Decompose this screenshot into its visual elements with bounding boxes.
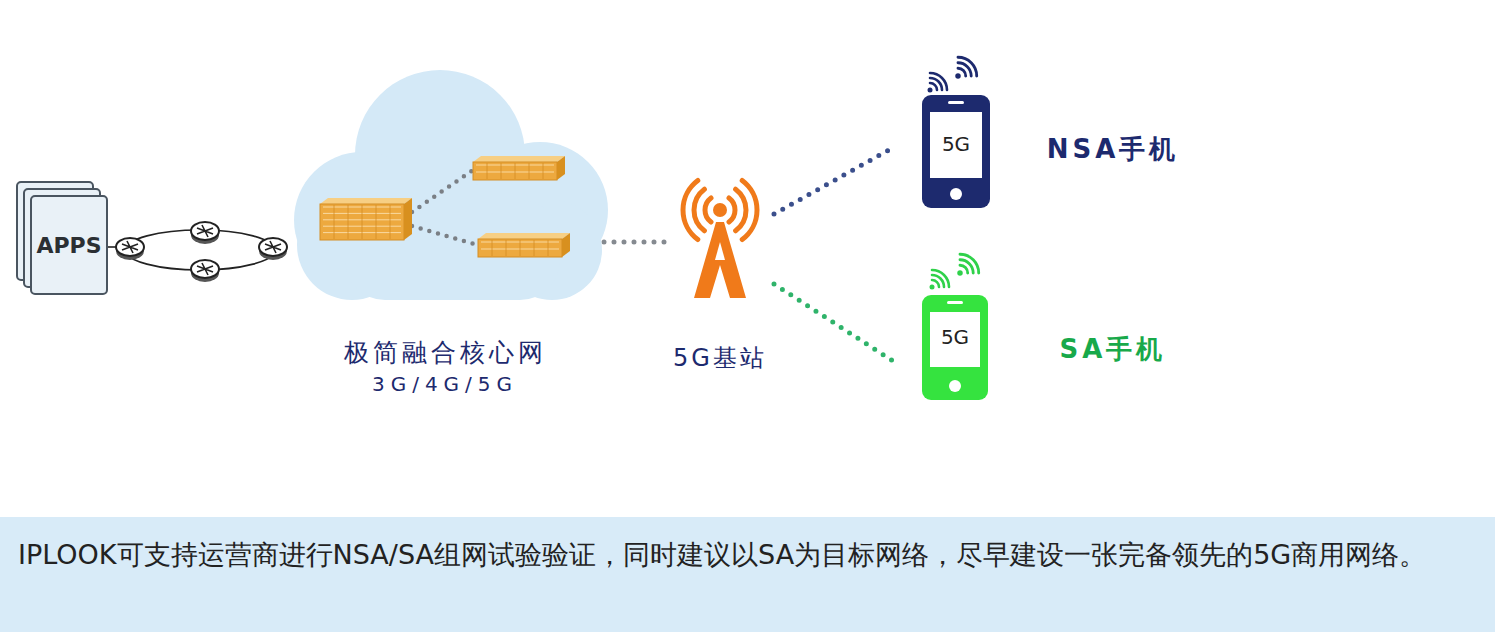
signal-symbol xyxy=(928,73,948,93)
text-wrap: 5G xyxy=(930,325,980,349)
dotted-connector xyxy=(774,146,896,214)
node-label: 5G xyxy=(942,132,970,156)
apps-stack: APPS xyxy=(15,180,110,298)
node-label: 3G/4G/5G xyxy=(372,372,518,396)
text-wrap: 5G xyxy=(930,132,982,156)
sa-phone: 5G SA手机 xyxy=(900,245,1200,405)
signal-symbol xyxy=(955,57,976,78)
text-wrap: 5G基站 xyxy=(630,342,810,374)
router-symbol xyxy=(191,260,219,282)
node-label: 5G xyxy=(941,325,969,349)
server-symbol xyxy=(320,198,412,240)
node-label: 5G基站 xyxy=(673,342,767,374)
dotted-connector xyxy=(594,240,666,245)
node-label: 极简融合核心网 xyxy=(344,336,547,369)
caption-band xyxy=(0,517,1495,632)
node-label: NSA手机 xyxy=(1047,132,1180,167)
node-label: APPS xyxy=(36,233,101,258)
router-group xyxy=(116,222,287,282)
text-wrap: 极简融合核心网 xyxy=(290,336,600,369)
router-symbol xyxy=(116,238,144,260)
dotted-connector xyxy=(774,284,896,363)
text-wrap: SA手机 xyxy=(1038,332,1188,367)
phone-symbol xyxy=(922,295,988,400)
base-station: 5G基站 xyxy=(670,170,770,375)
tower-symbol xyxy=(683,180,757,298)
nsa-phone: 5G NSA手机 xyxy=(900,50,1200,212)
signal-symbol xyxy=(930,270,950,290)
router-symbol xyxy=(259,238,287,260)
core-network-cloud: 极简融合核心网 3G/4G/5G xyxy=(290,60,610,400)
server-symbol xyxy=(473,156,565,180)
phone-symbol xyxy=(922,95,990,208)
router-symbol xyxy=(191,222,219,244)
nsa-phone-shape xyxy=(900,50,1200,212)
server-symbol xyxy=(478,233,570,257)
caption: IPLOOK可支持运营商进行NSA/SA组网试验验证，同时建议以SA为目标网络，… xyxy=(18,536,1480,574)
text-wrap: 3G/4G/5G xyxy=(290,372,600,396)
text-wrap: APPS xyxy=(31,233,107,258)
signal-symbol xyxy=(957,254,978,275)
node-label: SA手机 xyxy=(1060,332,1167,367)
text-wrap: NSA手机 xyxy=(1028,132,1198,167)
